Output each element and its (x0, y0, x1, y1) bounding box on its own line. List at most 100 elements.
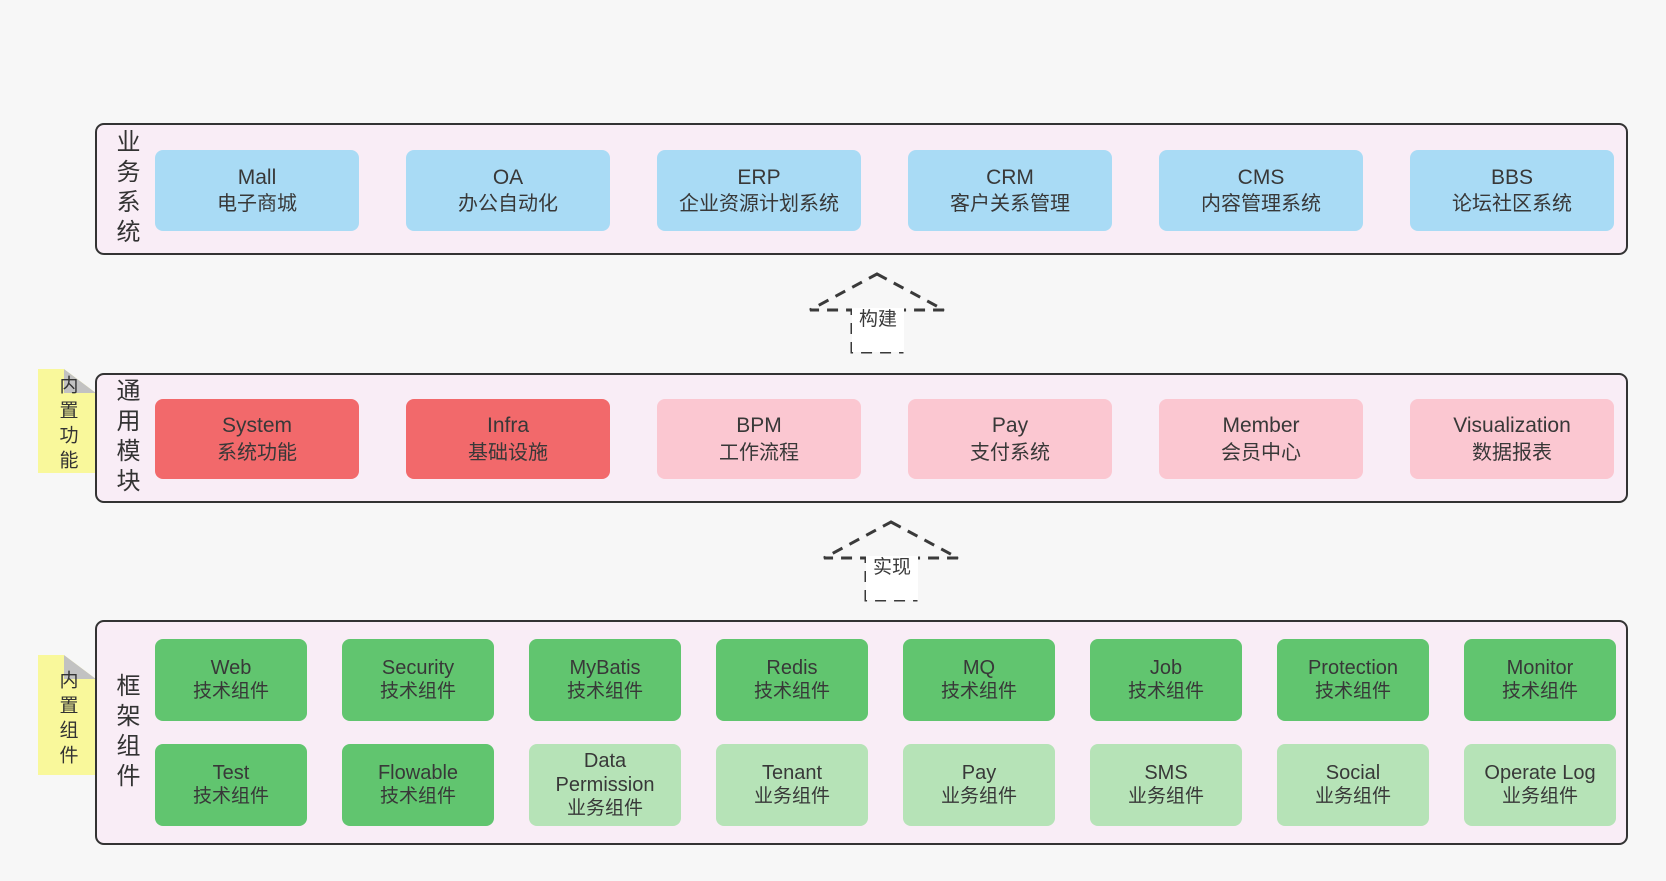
box-subtitle: 系统功能 (217, 441, 297, 464)
sticky-note-built-in-components: 内置组件 (38, 655, 96, 775)
box-subtitle: 数据报表 (1472, 441, 1552, 464)
box-title: Flowable (377, 761, 459, 784)
sticky-note-label: 内置功能 (56, 375, 78, 476)
box-title: CMS (1237, 165, 1285, 189)
box-crm: CRM 客户关系管理 (908, 150, 1112, 231)
box-web: Web 技术组件 (155, 639, 307, 721)
box-subtitle: 技术组件 (379, 785, 456, 807)
box-subtitle: 业务组件 (1501, 785, 1578, 807)
box-title: BPM (736, 414, 782, 438)
sticky-note-built-in-features: 内置功能 (38, 369, 96, 473)
box-flowable: Flowable 技术组件 (342, 744, 494, 826)
panel-business-systems: 业务系统 Mall 电子商城 OA 办公自动化 ERP 企业资源计划系统 CRM… (95, 123, 1628, 255)
box-title: BBS (1490, 165, 1534, 189)
box-title: Tenant (761, 761, 823, 784)
box-title: Pay (991, 414, 1029, 438)
box-title: Job (1149, 656, 1183, 679)
box-test: Test 技术组件 (155, 744, 307, 826)
box-mall: Mall 电子商城 (155, 150, 359, 231)
box-operate-log: Operate Log 业务组件 (1464, 744, 1616, 826)
box-subtitle: 基础设施 (468, 441, 548, 464)
box-title: Security (381, 656, 455, 679)
box-subtitle: 业务组件 (940, 785, 1017, 807)
box-subtitle: 业务组件 (753, 785, 830, 807)
panel-title: 框架组件 (112, 672, 139, 793)
box-title: MQ (962, 656, 996, 679)
box-subtitle: 技术组件 (1314, 680, 1391, 702)
box-subtitle: 技术组件 (1501, 680, 1578, 702)
panel-common-modules: 通用模块 System 系统功能 Infra 基础设施 BPM 工作流程 Pay… (95, 373, 1628, 503)
box-subtitle: 业务组件 (1314, 785, 1391, 807)
box-security: Security 技术组件 (342, 639, 494, 721)
box-monitor: Monitor 技术组件 (1464, 639, 1616, 721)
box-system: System 系统功能 (155, 399, 359, 479)
sticky-note-label: 内置组件 (56, 669, 78, 770)
box-title: Monitor (1506, 656, 1574, 679)
box-social: Social 业务组件 (1277, 744, 1429, 826)
box-bpm: BPM 工作流程 (657, 399, 861, 479)
box-title: Web (210, 656, 252, 679)
box-pay: Pay 支付系统 (908, 399, 1112, 479)
business-systems-row: Mall 电子商城 OA 办公自动化 ERP 企业资源计划系统 CRM 客户关系… (155, 150, 1614, 231)
box-member: Member 会员中心 (1159, 399, 1363, 479)
box-visualization: Visualization 数据报表 (1410, 399, 1614, 479)
box-data-permission: Data Permission 业务组件 (529, 744, 681, 826)
box-sms: SMS 业务组件 (1090, 744, 1242, 826)
box-cms: CMS 内容管理系统 (1159, 150, 1363, 231)
box-job: Job 技术组件 (1090, 639, 1242, 721)
box-title: ERP (737, 165, 781, 189)
box-subtitle: 技术组件 (1127, 680, 1204, 702)
box-subtitle: 企业资源计划系统 (679, 193, 839, 216)
box-subtitle: 论坛社区系统 (1452, 193, 1572, 216)
arrow-label: 实现 (866, 556, 918, 600)
box-oa: OA 办公自动化 (406, 150, 610, 231)
framework-components-grid: Web 技术组件 Security 技术组件 MyBatis 技术组件 Redi… (155, 639, 1616, 826)
box-subtitle: 支付系统 (970, 441, 1050, 464)
box-title: Infra (486, 414, 530, 438)
box-infra: Infra 基础设施 (406, 399, 610, 479)
box-title: Test (212, 761, 250, 784)
box-title: Operate Log (1484, 761, 1596, 784)
box-protection: Protection 技术组件 (1277, 639, 1429, 721)
dashed-up-arrow-implement: 实现 (822, 520, 960, 602)
box-subtitle: 办公自动化 (458, 193, 558, 216)
box-subtitle: 业务组件 (566, 797, 643, 819)
box-title: Redis (766, 656, 818, 679)
dashed-up-arrow-build: 构建 (808, 272, 946, 354)
box-subtitle: 技术组件 (940, 680, 1017, 702)
box-tenant: Tenant 业务组件 (716, 744, 868, 826)
box-mybatis: MyBatis 技术组件 (529, 639, 681, 721)
box-title: Pay (961, 761, 997, 784)
panel-title: 业务系统 (112, 129, 139, 249)
box-title: SMS (1144, 761, 1188, 784)
up-arrow-icon (823, 520, 959, 602)
box-title: Social (1325, 761, 1381, 784)
box-subtitle: 技术组件 (753, 680, 830, 702)
panel-framework-components: 框架组件 Web 技术组件 Security 技术组件 MyBatis 技术组件… (95, 620, 1628, 845)
panel-title: 通用模块 (112, 378, 139, 498)
box-erp: ERP 企业资源计划系统 (657, 150, 861, 231)
box-title: Visualization (1453, 414, 1571, 438)
box-subtitle: 电子商城 (217, 193, 297, 216)
box-subtitle: 内容管理系统 (1201, 193, 1321, 216)
box-mq: MQ 技术组件 (903, 639, 1055, 721)
box-subtitle: 客户关系管理 (950, 193, 1070, 216)
common-modules-row: System 系统功能 Infra 基础设施 BPM 工作流程 Pay 支付系统… (155, 399, 1614, 479)
box-title: System (221, 414, 292, 438)
box-bbs: BBS 论坛社区系统 (1410, 150, 1614, 231)
box-title: Protection (1307, 656, 1399, 679)
up-arrow-icon (809, 272, 945, 354)
arrow-label: 构建 (852, 308, 904, 352)
box-title: CRM (986, 165, 1034, 189)
box-subtitle: 会员中心 (1221, 441, 1301, 464)
box-subtitle: 业务组件 (1127, 785, 1204, 807)
box-subtitle: 工作流程 (719, 441, 799, 464)
box-subtitle: 技术组件 (192, 785, 269, 807)
box-title: OA (492, 165, 524, 189)
box-subtitle: 技术组件 (379, 680, 456, 702)
box-title: Mall (237, 165, 277, 189)
box-pay-biz: Pay 业务组件 (903, 744, 1055, 826)
box-title: MyBatis (569, 656, 641, 679)
box-title: Member (1222, 414, 1300, 438)
